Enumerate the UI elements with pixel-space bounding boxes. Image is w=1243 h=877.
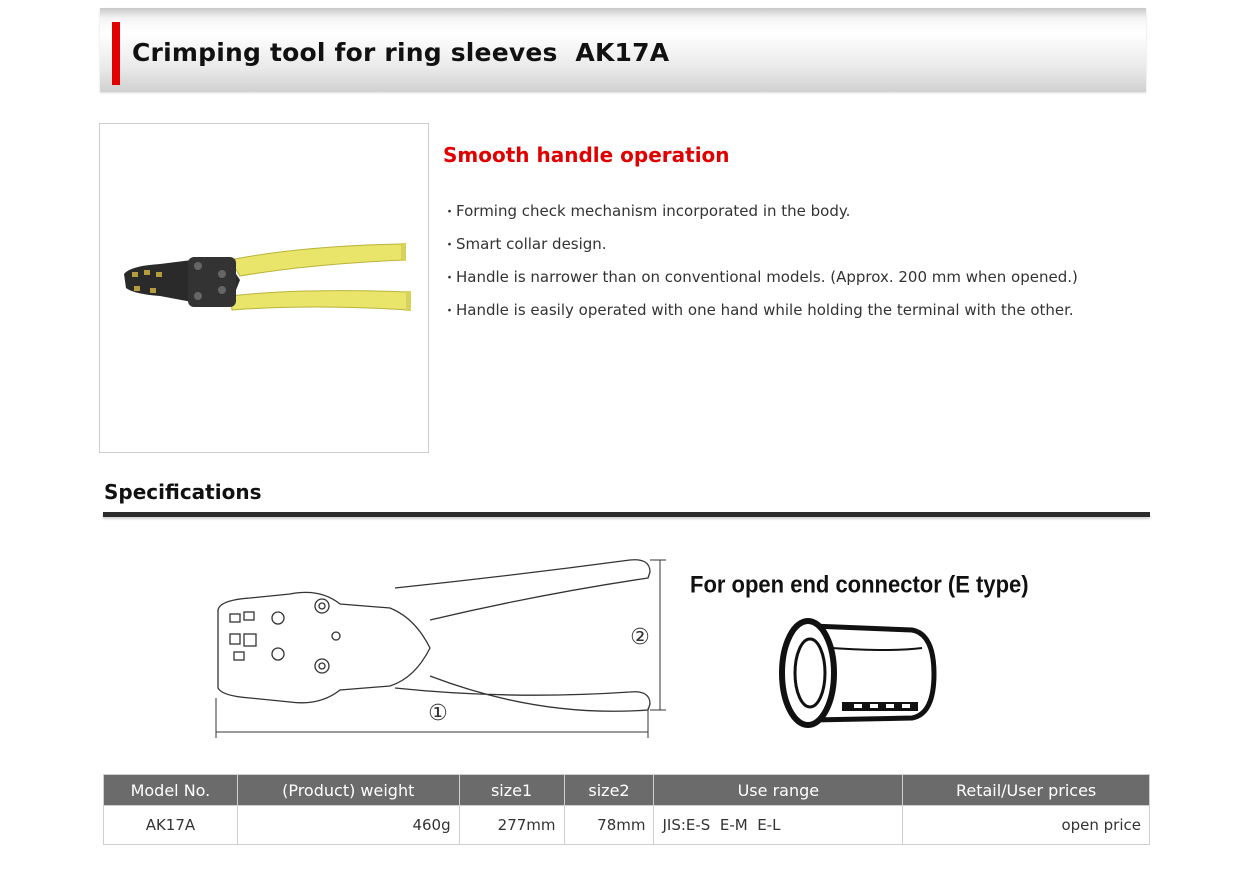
size1-cell: 277mm <box>458 805 565 845</box>
dimension-label-2: ② <box>630 625 650 650</box>
page-title: Crimping tool for ring sleeves AK17A <box>132 38 670 67</box>
crimping-tool-photo-icon <box>124 243 411 311</box>
tool-dimension-diagram: ① ② <box>215 559 666 738</box>
connector-label: For open end connector (E type) <box>690 570 1029 599</box>
size2-cell: 78mm <box>563 805 655 845</box>
column-header: size2 <box>563 774 655 806</box>
specifications-heading: Specifications <box>104 480 262 504</box>
dimension-label-1: ① <box>428 701 448 726</box>
price-cell: open price <box>902 805 1150 845</box>
feature-item: Handle is easily operated with one hand … <box>443 299 1078 332</box>
column-header: Use range <box>653 774 904 806</box>
weight-cell: 460g <box>236 805 460 845</box>
feature-item: Smart collar design. <box>443 233 1078 266</box>
feature-list: Forming check mechanism incorporated in … <box>443 200 1078 332</box>
section-divider <box>103 512 1150 517</box>
table-header-row: Model No. (Product) weight size1 size2 U… <box>103 774 1150 806</box>
product-photo <box>99 123 429 453</box>
page-title-bar: Crimping tool for ring sleeves AK17A <box>100 8 1146 92</box>
column-header: size1 <box>458 774 565 806</box>
use-range-cell: JIS:E-S E-M E-L <box>653 805 904 845</box>
feature-item: Forming check mechanism incorporated in … <box>443 200 1078 233</box>
title-accent-bar <box>112 22 120 85</box>
column-header: (Product) weight <box>236 774 460 806</box>
model-cell: AK17A <box>103 805 238 845</box>
column-header: Model No. <box>103 774 238 806</box>
e-type-connector-icon <box>779 618 937 728</box>
specifications-table: Model No. (Product) weight size1 size2 U… <box>103 774 1150 845</box>
column-header: Retail/User prices <box>902 774 1150 806</box>
feature-item: Handle is narrower than on conventional … <box>443 266 1078 299</box>
table-row: AK17A 460g 277mm 78mm JIS:E-S E-M E-L op… <box>103 805 1150 845</box>
feature-heading: Smooth handle operation <box>443 143 730 167</box>
